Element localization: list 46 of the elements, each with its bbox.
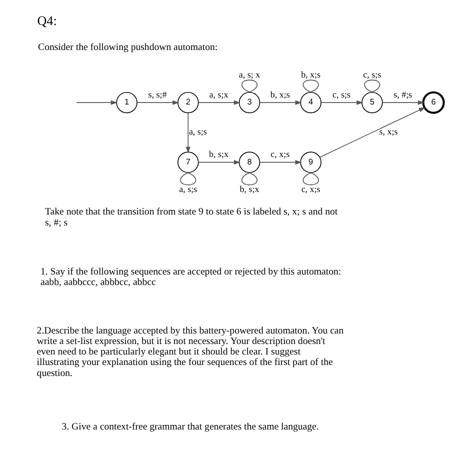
label: 2.Describe the language accepted by this battery-powered automaton. You can write a set-list expression, but it is not necessary. Your description doesn't even need to be particularly elegant but it should be clear. I suggest illustrating your explanation using the four sequences of the first part of the question.	[36, 325, 344, 379]
edge-label: c, x;s	[270, 149, 290, 160]
edge-label: c, s;s	[332, 90, 350, 100]
label: Take note that the transition from state 9 to state 6 is labeled s, x; s and not s, #; s	[44, 206, 338, 228]
arrow	[259, 160, 302, 165]
edge-label: b, s;x	[209, 149, 229, 160]
edge-label: s, s;#	[148, 90, 167, 100]
node-circle: 1	[116, 92, 138, 114]
arrow	[198, 100, 240, 105]
edge-label: b, x;s	[270, 90, 290, 100]
node-circle: 9	[300, 152, 322, 173]
arrow	[186, 112, 190, 154]
arrow	[259, 100, 302, 105]
node-circle: 4	[300, 92, 322, 114]
arrow	[320, 100, 364, 105]
connector	[241, 80, 258, 92]
node-circle: 2	[178, 92, 199, 114]
connector	[180, 172, 196, 186]
node-circle: 3	[238, 92, 260, 114]
edge-label: a, s;s	[179, 184, 198, 194]
node-circle: 5	[362, 92, 383, 114]
label: 1. Say if the following sequences are accepted or rejected by this automaton: aabb, aabbccc, abbbcc, abbcc	[40, 266, 342, 288]
label: Consider the following pushdown automaton:	[38, 42, 218, 53]
connector	[364, 80, 380, 92]
connector	[302, 172, 319, 186]
node-circle: 7	[178, 152, 199, 173]
edge-label: s, #;s	[394, 90, 412, 100]
diagram-title: Q4:	[37, 13, 57, 28]
edge-label: a, s;s	[188, 126, 207, 137]
node-circle: 8	[238, 152, 260, 173]
arrow	[382, 100, 424, 105]
edge-label: s, x;s	[379, 126, 398, 137]
arrow	[319, 107, 426, 158]
arrow	[76, 100, 118, 105]
arrow	[198, 160, 240, 165]
edge-label: b, x;s	[301, 69, 321, 80]
edge-label: a, s; x	[238, 69, 260, 80]
edge-label: c, s;s	[363, 69, 382, 80]
connector	[241, 172, 258, 186]
edge-label: a, s;x	[209, 90, 228, 100]
edge-label: b, s;x	[240, 184, 260, 194]
edge-label: c, x;s	[301, 184, 320, 194]
label: 3. Give a context-free grammar that generates the same language.	[62, 421, 319, 432]
arrow	[136, 100, 180, 105]
connector	[302, 80, 319, 92]
node-circle: 6	[422, 91, 445, 114]
